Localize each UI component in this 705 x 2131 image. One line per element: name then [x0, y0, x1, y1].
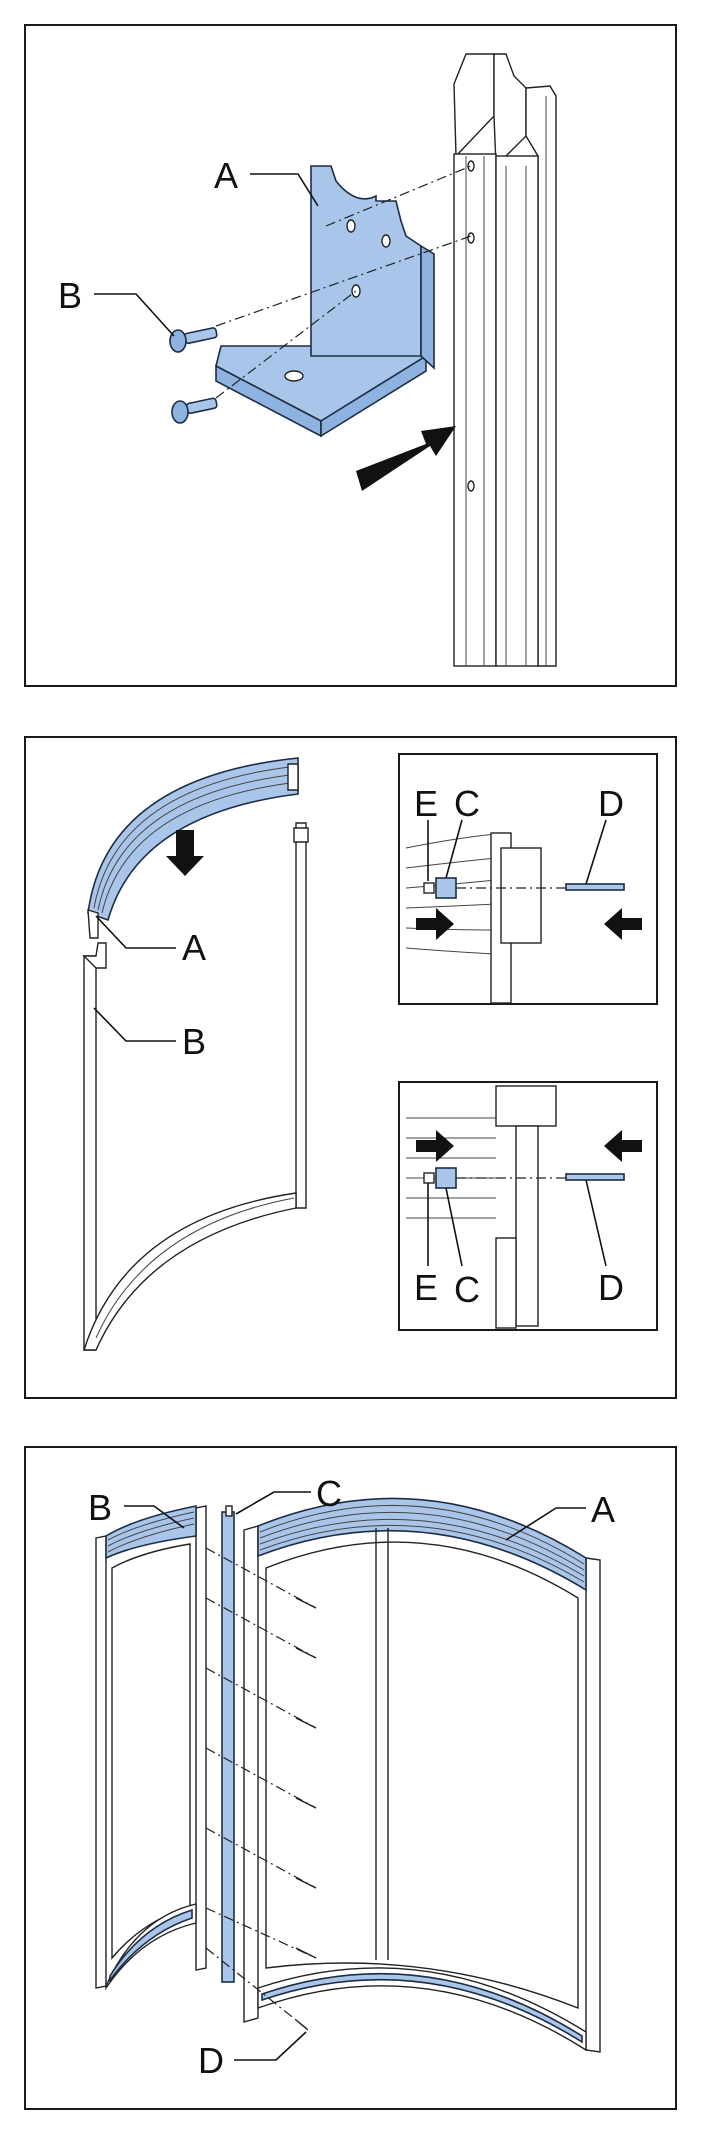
push-direction-arrow [356, 426, 456, 491]
detail-inset-bottom: E C D [398, 1081, 658, 1331]
screw-part-b-upper [169, 327, 218, 353]
leader-d [234, 2031, 307, 2061]
left-arrow [604, 908, 642, 940]
inset-bottom-profile [406, 1085, 557, 1329]
down-arrow [166, 830, 204, 876]
label-a: A [214, 155, 238, 196]
screw-part-b-lower [171, 397, 218, 424]
label-a: A [591, 1489, 615, 1530]
right-arrow [416, 908, 454, 940]
bracket-part-a [215, 165, 435, 438]
leader-a [505, 1507, 586, 1541]
pin-axis-line [325, 165, 472, 227]
screw-axis-line [215, 290, 357, 399]
label-d: D [198, 2040, 224, 2081]
leader-b [94, 293, 175, 337]
inset-top-profile [405, 832, 542, 1004]
screw-part-d [565, 883, 625, 891]
label-b: B [58, 275, 82, 316]
step-2-panel: A B E C [24, 736, 677, 1399]
screw-part-d [565, 1173, 625, 1181]
label-c: C [454, 1269, 480, 1310]
clip-part-c [435, 1167, 457, 1189]
right-arrow [416, 1130, 454, 1162]
step-1-panel: A B [24, 24, 677, 687]
leader-a [250, 173, 319, 207]
screw-axis-line [215, 235, 472, 327]
door-segment-part-b [95, 1505, 207, 1991]
label-b: B [88, 1487, 112, 1528]
frame-part-b [82, 822, 309, 1351]
leader-b [93, 1007, 176, 1042]
fastening-screws-part-d [205, 1547, 317, 2031]
detail-inset-top: E C D [398, 753, 658, 1005]
label-e: E [414, 783, 438, 824]
sealing-strip-part-c [221, 1505, 235, 1983]
label-c: C [316, 1473, 342, 1514]
door-segment-part-a [243, 1497, 601, 2053]
vertical-post [453, 53, 557, 667]
label-e: E [414, 1267, 438, 1308]
bracket-mounting-diagram: A B [58, 53, 557, 667]
curved-top-part-a [87, 757, 299, 939]
curved-panel-assembly-diagram: A B E C [82, 753, 658, 1351]
screw-head-part-e [423, 882, 435, 894]
label-b: B [182, 1021, 206, 1062]
clip-part-c [435, 877, 457, 899]
label-a: A [182, 927, 206, 968]
label-d: D [598, 1267, 624, 1308]
left-arrow [604, 1130, 642, 1162]
door-segment-joining-diagram: B C A D [88, 1473, 615, 2081]
step-3-panel: B C A D [24, 1446, 677, 2110]
label-c: C [454, 783, 480, 824]
leader-c [235, 1491, 311, 1515]
leader-b [124, 1505, 185, 1529]
screw-head-part-e [423, 1172, 435, 1184]
label-d: D [598, 783, 624, 824]
leader-a [95, 915, 176, 949]
